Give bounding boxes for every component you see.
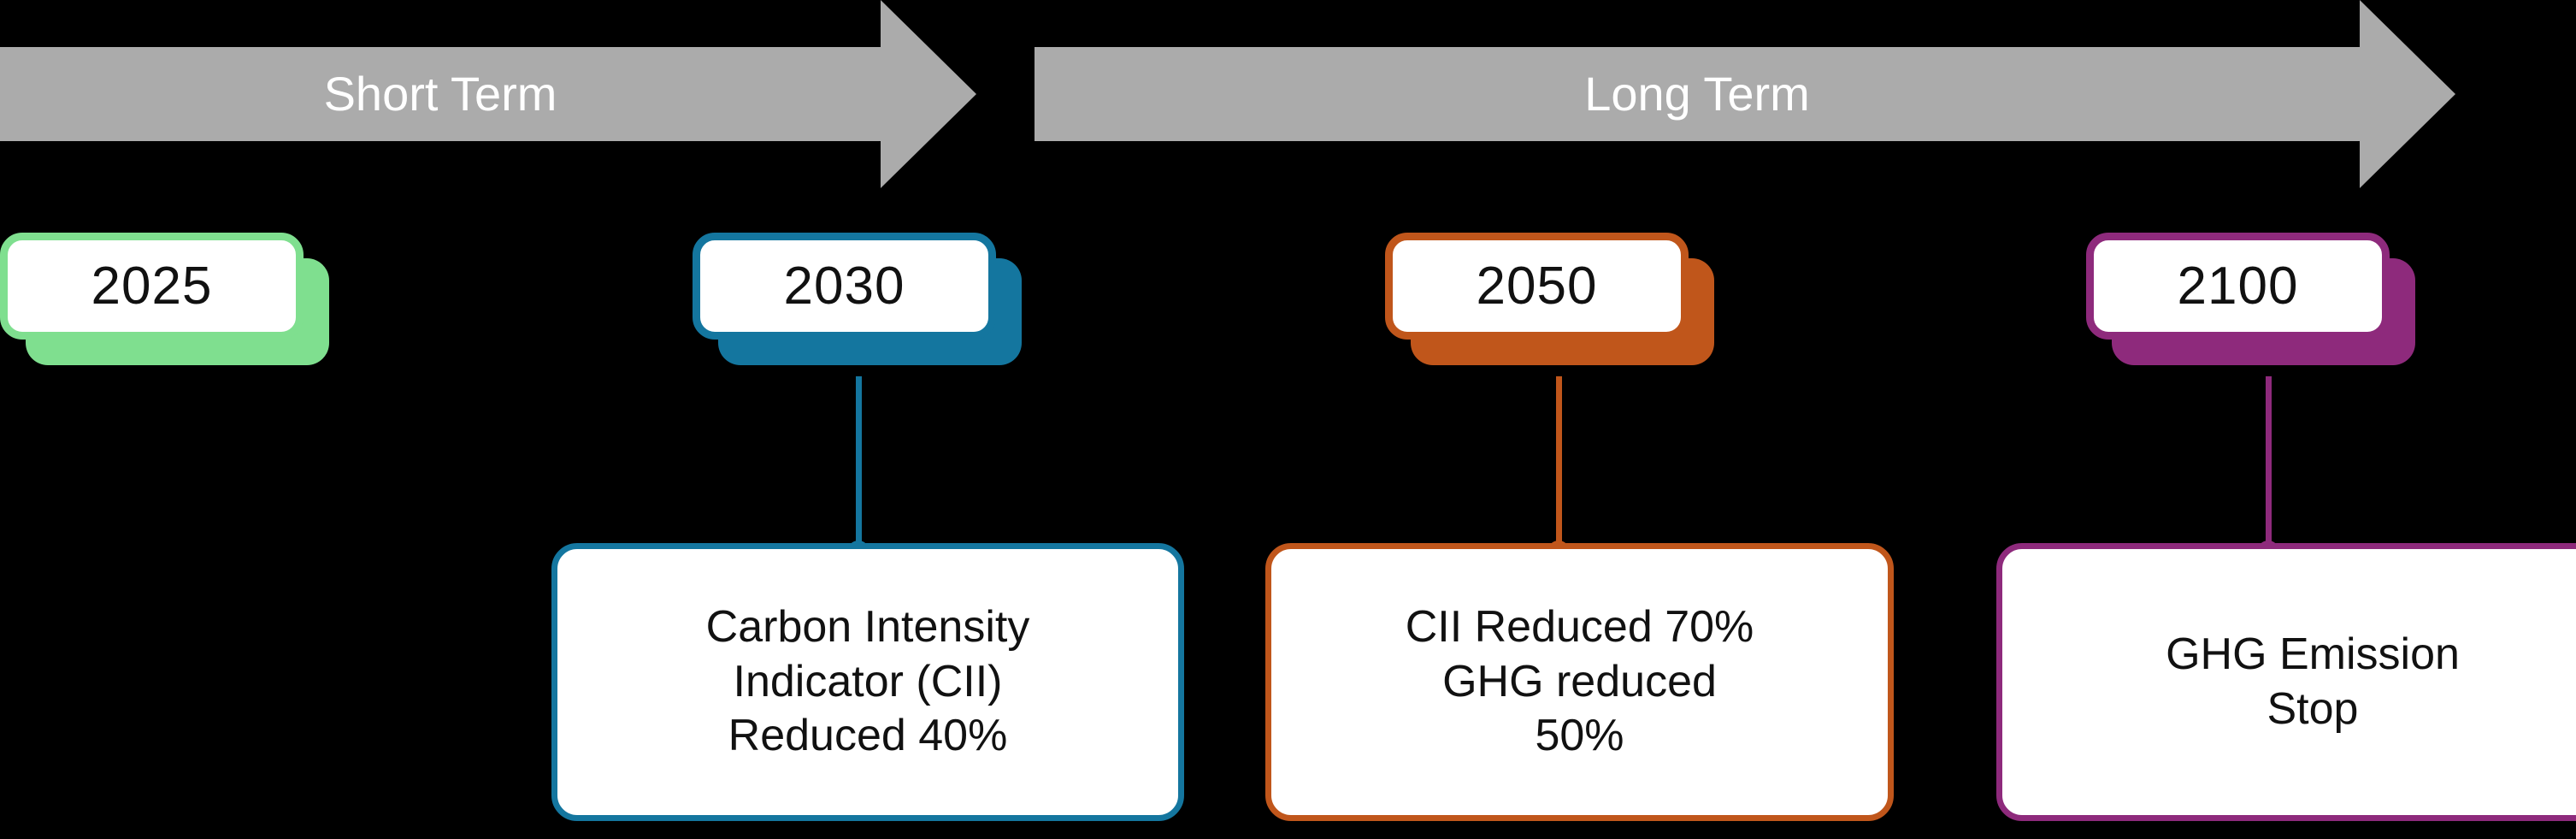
description-line: Reduced 40% (728, 711, 1008, 761)
year-label: 2030 (783, 257, 905, 316)
year-card-2100[interactable]: 2100 (2086, 233, 2415, 365)
year-card-face: 2030 (693, 233, 996, 340)
description-line: GHG reduced (1442, 656, 1717, 706)
year-label: 2100 (2177, 257, 2299, 316)
description-line: CII Reduced 70% (1405, 602, 1754, 653)
description-line: 50% (1535, 711, 1624, 761)
year-card-2030[interactable]: 2030 (693, 233, 1022, 365)
year-card-face: 2050 (1385, 233, 1689, 340)
year-label: 2050 (1476, 257, 1598, 316)
year-label: 2025 (91, 257, 213, 316)
description-line: GHG Emission (2166, 629, 2460, 680)
connector-line-2050 (1556, 376, 1562, 552)
description-line: Indicator (CII) (733, 656, 1003, 706)
year-card-face: 2025 (0, 233, 304, 340)
phase-arrow-0: Short Term (0, 0, 976, 188)
connector-line-2030 (856, 376, 862, 552)
description-line: Carbon Intensity (705, 602, 1030, 653)
connector-line-2100 (2266, 376, 2272, 552)
description-line: Stop (2267, 683, 2359, 734)
phase-arrow-1: Long Term (1035, 0, 2455, 188)
year-card-2025[interactable]: 2025 (0, 233, 329, 365)
arrow-shape (1035, 0, 2455, 188)
year-card-face: 2100 (2086, 233, 2390, 340)
year-card-2050[interactable]: 2050 (1385, 233, 1714, 365)
arrow-shape (0, 0, 976, 188)
